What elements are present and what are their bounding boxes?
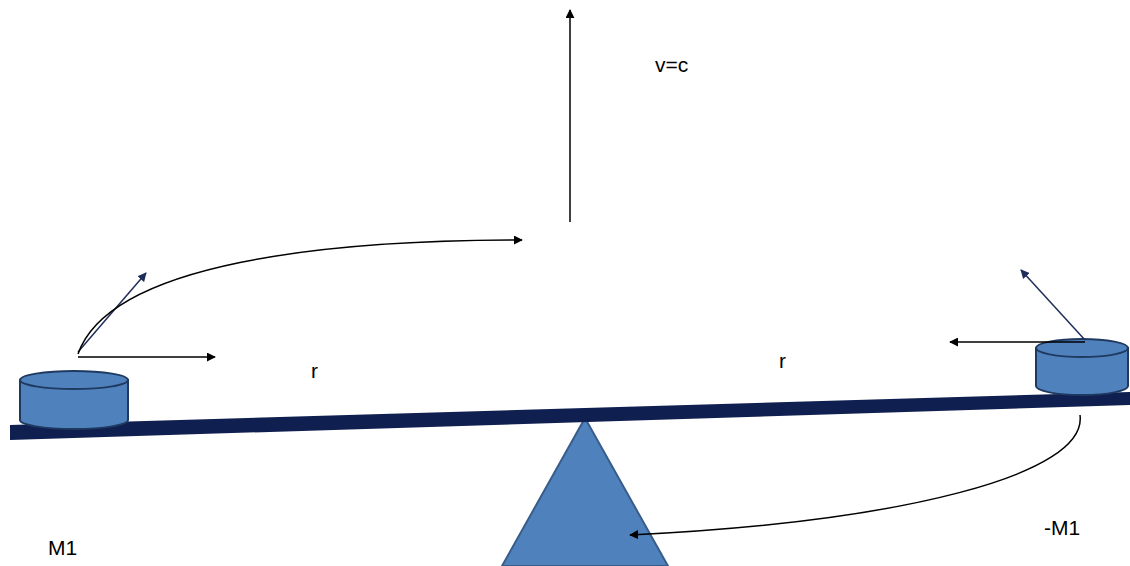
curved-arrow bbox=[78, 240, 522, 354]
distance-label: r bbox=[779, 348, 786, 373]
seesaw-beam bbox=[10, 392, 1130, 440]
velocity-arrow bbox=[569, 10, 571, 222]
mass-label: -M1 bbox=[1044, 515, 1080, 540]
right-mass bbox=[1036, 339, 1128, 395]
left-mass bbox=[20, 371, 128, 429]
force-arrow bbox=[78, 356, 215, 358]
diagonal-arrow bbox=[1021, 270, 1085, 340]
diagonal-arrow bbox=[78, 273, 146, 352]
mass-label: M1 bbox=[48, 535, 77, 560]
force-arrow bbox=[950, 341, 1085, 343]
velocity-label: v=c bbox=[655, 52, 688, 77]
curved-arrow bbox=[630, 415, 1080, 535]
distance-label: r bbox=[311, 358, 318, 383]
fulcrum-triangle bbox=[502, 418, 668, 566]
